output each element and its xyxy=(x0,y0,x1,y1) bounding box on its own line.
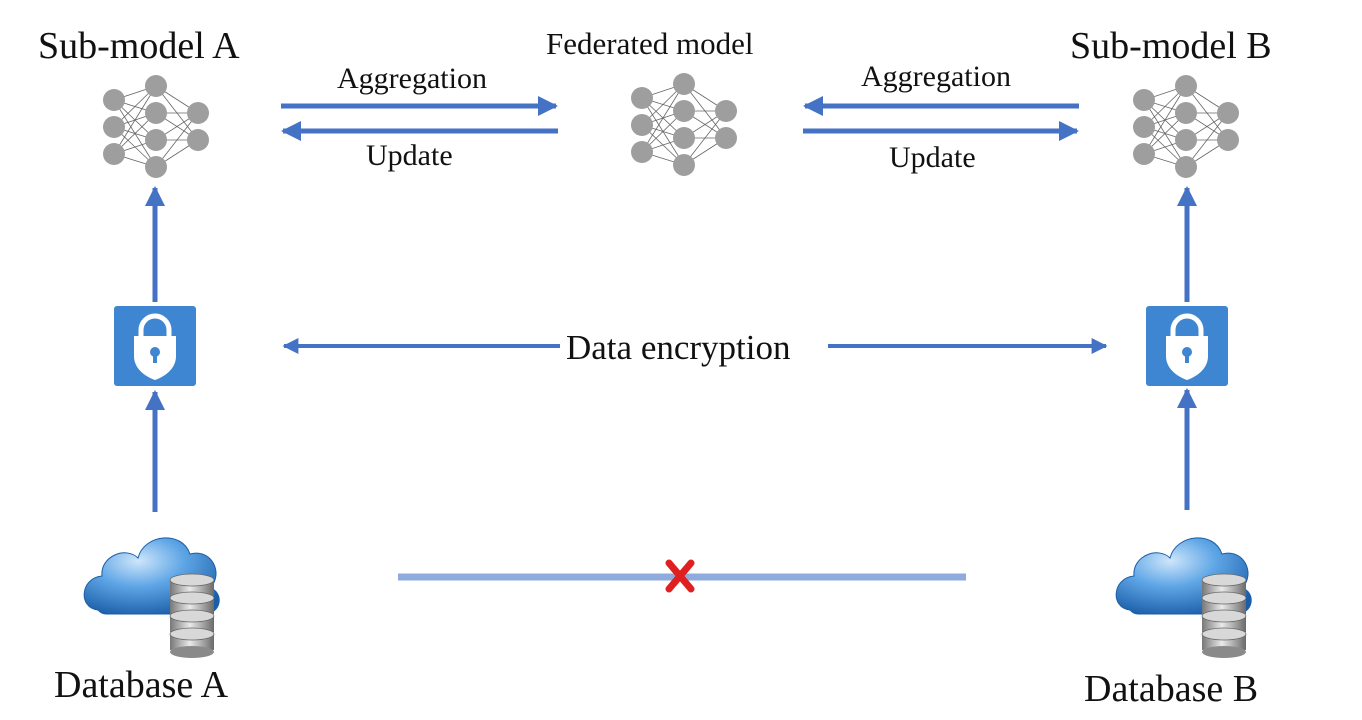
lock-icon xyxy=(114,306,196,386)
cross-icon xyxy=(665,559,695,593)
federated-model-label: Federated model xyxy=(546,26,754,61)
update-label-right: Update xyxy=(889,141,976,174)
cloud-database-icon xyxy=(1115,537,1252,658)
aggregation-label-right: Aggregation xyxy=(861,60,1011,93)
update-label-left: Update xyxy=(366,139,453,172)
database-a-label: Database A xyxy=(54,664,229,706)
neural-network-icon xyxy=(103,75,209,178)
aggregation-label-left: Aggregation xyxy=(337,62,487,95)
data-encryption-label: Data encryption xyxy=(566,328,791,367)
neural-network-icon xyxy=(631,73,737,176)
submodel-a-label: Sub-model A xyxy=(38,25,240,67)
submodel-b-label: Sub-model B xyxy=(1070,25,1272,67)
lock-icon xyxy=(1146,306,1228,386)
database-b-label: Database B xyxy=(1084,668,1259,710)
cloud-database-icon xyxy=(83,537,220,658)
neural-network-icon xyxy=(1133,75,1239,178)
